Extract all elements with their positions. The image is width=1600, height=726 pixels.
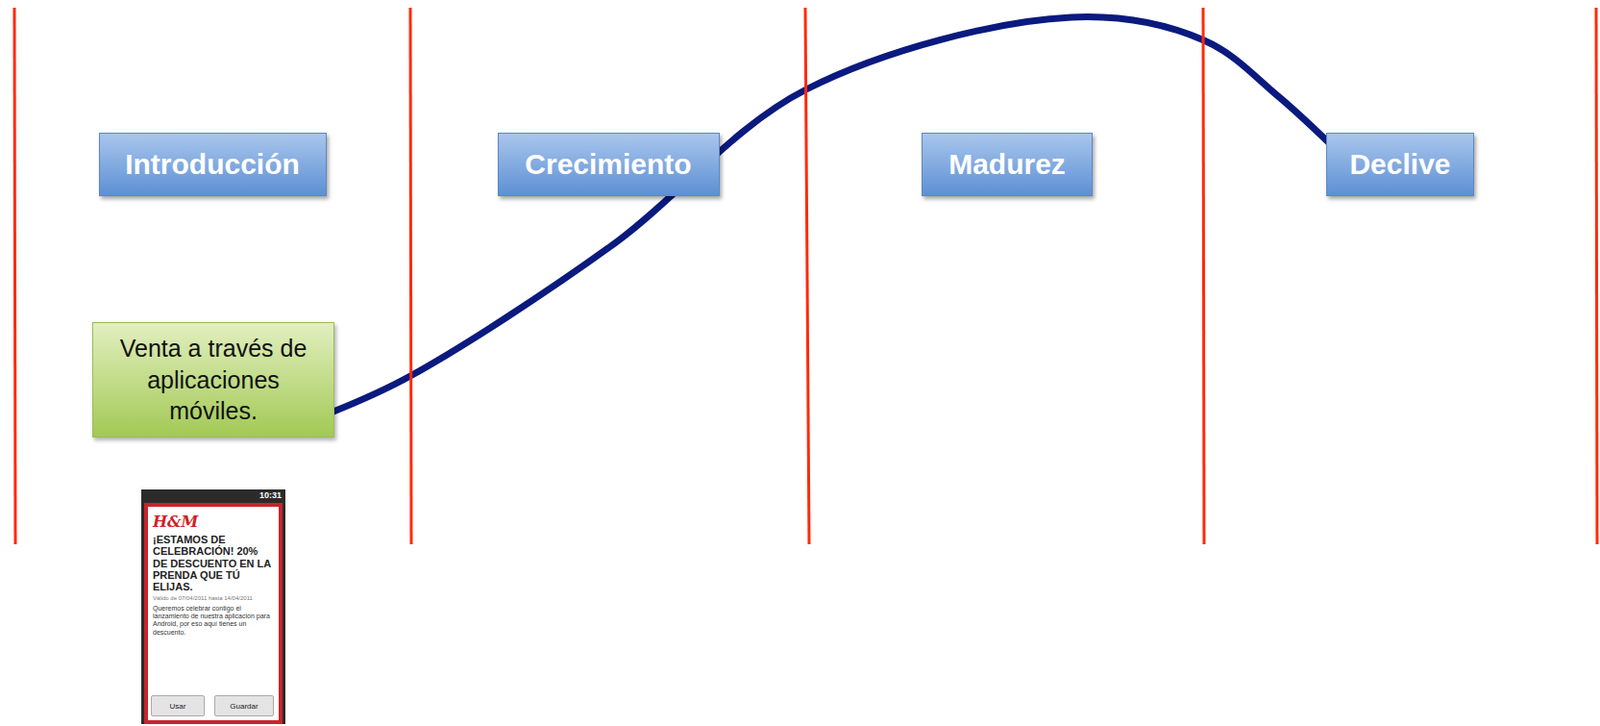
box-label: Declive xyxy=(1349,147,1451,181)
brand-logo: H&M xyxy=(152,512,274,531)
box-label: Crecimiento xyxy=(524,147,691,181)
box-label: Madurez xyxy=(948,147,1066,181)
promo-body: Queremos celebrar contigo el lanzamiento… xyxy=(152,604,274,638)
divider-line xyxy=(805,7,810,544)
phone-button: Guardar xyxy=(214,694,274,716)
stage-box: Crecimiento xyxy=(497,132,720,197)
stage-box: Declive xyxy=(1326,132,1475,197)
divider-line xyxy=(1203,7,1205,544)
stage-box: Madurez xyxy=(921,132,1093,197)
stage-box: Introducción xyxy=(98,132,327,197)
note-box: Venta a través de aplicaciones móviles. xyxy=(92,321,335,438)
promo-date: Válido de 07/04/2011 hasta 14/04/2011 xyxy=(152,594,274,601)
phone-button: Usar xyxy=(150,694,205,716)
divider-line xyxy=(410,7,412,544)
life-cycle-curve xyxy=(333,17,1346,412)
box-label: Venta a través de aplicaciones móviles. xyxy=(104,332,322,427)
phone-screenshot: 10:31H&M ¡ESTAMOS DE CELEBRACIÓN! 20% DE … xyxy=(141,489,286,724)
box-label: Introducción xyxy=(124,147,300,181)
divider-line xyxy=(14,7,16,544)
button-label: Usar xyxy=(170,701,187,711)
status-clock: 10:31 xyxy=(259,490,282,500)
stage-dividers xyxy=(14,7,1598,544)
promo-heading: ¡ESTAMOS DE CELEBRACIÓN! 20% DE DESCUENT… xyxy=(152,533,274,593)
divider-line xyxy=(1596,7,1598,544)
button-label: Guardar xyxy=(229,701,258,711)
